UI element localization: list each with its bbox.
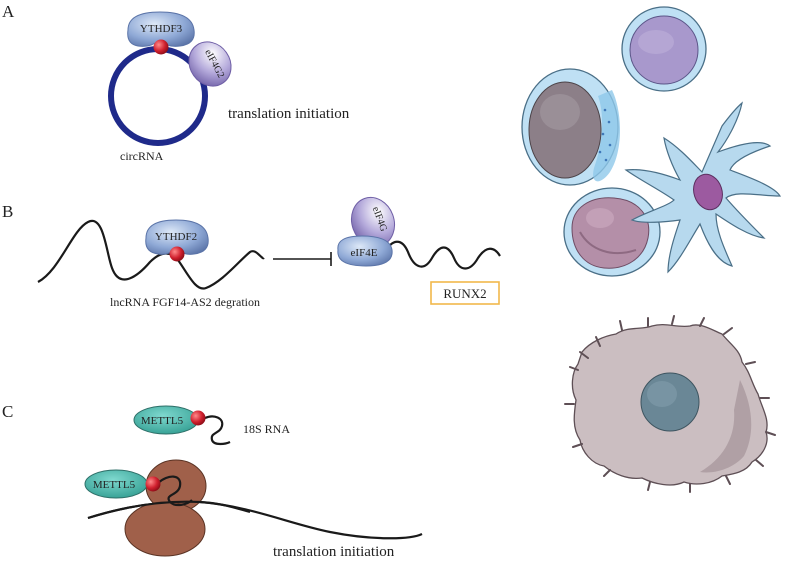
lncrna-label: lncRNA FGF14-AS2 degration <box>110 295 260 309</box>
cell-macrophage <box>564 315 776 493</box>
runx2-box: RUNX2 <box>430 281 500 305</box>
cell-round-purple <box>621 6 707 92</box>
lncrna-strand <box>37 219 265 290</box>
18s-rna-label: 18S RNA <box>243 422 290 436</box>
panel-c-letter: C <box>2 402 13 421</box>
runx2-label: RUNX2 <box>443 286 486 301</box>
panel-a-letter: A <box>2 2 15 21</box>
panel-c: C METTL5 18S RNA METTL5 translation init… <box>2 402 423 560</box>
runx2-mrna-strand <box>383 240 501 270</box>
eif4e-label: eIF4E <box>351 247 378 259</box>
cell-dendritic <box>624 101 782 274</box>
ythdf3-protein: YTHDF3 <box>127 11 195 47</box>
m6a-dot-b <box>169 246 185 262</box>
m6a-dot-c-bottom <box>145 476 161 492</box>
18s-rna-strand <box>204 415 231 446</box>
ribosomal-rna-strand <box>157 475 193 507</box>
m6a-dot-a <box>153 39 169 55</box>
ythdf3-label: YTHDF3 <box>140 23 183 35</box>
ythdf2-protein: YTHDF2 <box>145 219 209 255</box>
m6a-dot-c-top <box>190 410 206 426</box>
panel-a: A YTHDF3 eIF4G2 circRNA translation init… <box>2 2 350 163</box>
mettl5-top-protein: METTL5 <box>133 405 199 435</box>
panel-b-letter: B <box>2 202 13 221</box>
mettl5-top-label: METTL5 <box>141 415 184 427</box>
panel-a-outcome: translation initiation <box>228 106 350 122</box>
eif4g-protein: eIF4G <box>350 196 396 248</box>
inhibition-arrow <box>273 252 332 266</box>
eif4e-protein: eIF4E <box>337 235 393 267</box>
eif4g2-protein: eIF4G2 <box>188 41 232 87</box>
cell-round-mauve <box>563 187 661 277</box>
cell-oval-brown <box>521 68 620 186</box>
panel-b: B YTHDF2 lncRNA FGF14-AS2 degration eIF4… <box>2 196 501 309</box>
mettl5-bottom-label: METTL5 <box>93 479 136 491</box>
ribosome-large-subunit <box>124 501 206 557</box>
mettl5-bottom-protein: METTL5 <box>84 469 148 499</box>
ribosome <box>87 459 251 557</box>
circrna-label: circRNA <box>120 149 164 163</box>
ythdf2-label: YTHDF2 <box>155 231 197 243</box>
panel-c-outcome: translation initiation <box>273 544 395 560</box>
